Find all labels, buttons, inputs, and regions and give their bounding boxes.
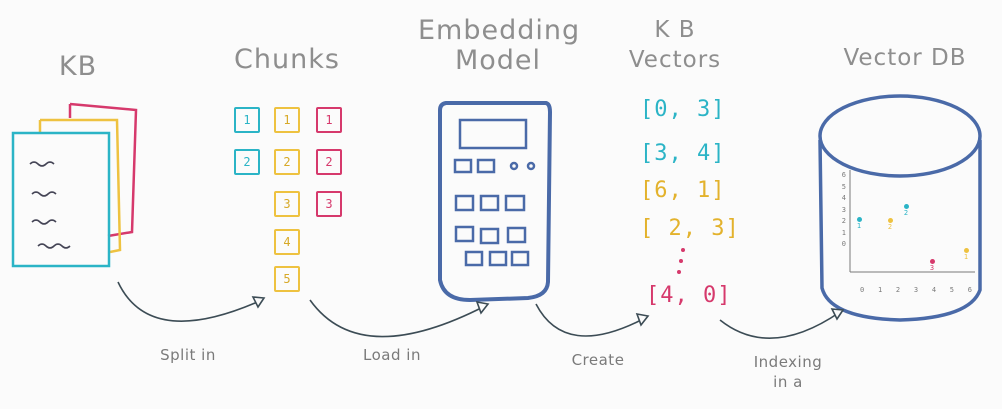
db-y-tick: 0 xyxy=(841,240,846,248)
db-x-tick: 6 xyxy=(967,286,972,294)
embedding-model-title-line2: Model xyxy=(454,45,542,76)
indexing-label-line2: in a xyxy=(773,373,803,391)
chunk-yellow-5: 5 xyxy=(274,266,300,292)
db-y-tick: 4 xyxy=(841,194,846,202)
vector-db-title: Vector DB xyxy=(843,45,967,71)
db-x-tick: 4 xyxy=(931,286,937,294)
db-y-axis-ticks: 6 5 4 3 2 1 0 xyxy=(836,170,846,251)
chunk-cyan-1: 1 xyxy=(234,107,260,133)
db-x-tick: 2 xyxy=(895,286,901,294)
embedding-model-title-line1: Embedding xyxy=(418,15,581,46)
vector-1: [0, 3] xyxy=(640,97,726,122)
flow-arrows xyxy=(117,281,845,339)
db-point-label: 3 xyxy=(929,264,935,272)
db-point-label: 2 xyxy=(887,223,893,231)
db-x-tick: 3 xyxy=(913,286,919,294)
chunk-yellow-3: 3 xyxy=(274,191,300,217)
kb-documents-icon xyxy=(11,102,138,268)
chunk-yellow-4: 4 xyxy=(274,229,300,255)
chunks-title: Chunks xyxy=(234,44,340,75)
split-arrow xyxy=(117,281,263,322)
chunk-yellow-1: 1 xyxy=(274,107,300,133)
vector-db-cylinder-icon xyxy=(818,94,982,322)
db-y-tick: 1 xyxy=(841,228,846,237)
create-label: Create xyxy=(571,351,625,369)
db-x-tick: 1 xyxy=(877,286,883,294)
db-y-tick: 5 xyxy=(841,182,846,191)
chunk-cyan-2: 2 xyxy=(234,149,260,175)
db-y-tick: 3 xyxy=(841,205,846,214)
db-y-tick: 2 xyxy=(841,217,846,225)
load-in-label: Load in xyxy=(363,346,421,364)
chunk-red-3: 3 xyxy=(316,191,342,217)
db-x-tick: 0 xyxy=(860,286,865,294)
split-in-label: Split in xyxy=(160,346,216,364)
embedding-model-calculator-icon xyxy=(438,101,553,303)
db-point-dot xyxy=(963,248,969,253)
db-point-dot xyxy=(903,204,909,209)
db-point-dot xyxy=(929,259,935,264)
db-point: 3 xyxy=(928,259,936,272)
chunk-red-2: 2 xyxy=(316,149,342,175)
vector-4: [ 2, 3] xyxy=(640,216,740,241)
create-arrow xyxy=(535,303,646,337)
indexing-label-line1: Indexing xyxy=(753,353,823,371)
db-point-dot xyxy=(887,218,893,223)
vector-5: [4, 0] xyxy=(646,283,732,308)
vector-2: [3, 4] xyxy=(640,141,726,166)
db-x-tick: 5 xyxy=(949,286,954,294)
db-point-label: 1 xyxy=(856,222,862,230)
kb-vectors-title-line1: K B xyxy=(654,17,696,43)
chunk-yellow-2: 2 xyxy=(274,149,300,175)
indexing-label: Indexing in a xyxy=(738,352,838,392)
db-point: 1 xyxy=(962,248,970,261)
db-point: 1 xyxy=(855,217,863,230)
kb-vectors-title-line2: Vectors xyxy=(628,47,722,73)
vector-ellipsis xyxy=(677,248,685,274)
db-point-label: 2 xyxy=(903,209,909,217)
kb-vectors-title: K B Vectors xyxy=(620,15,730,75)
db-point-dot xyxy=(856,217,862,222)
db-point: 2 xyxy=(902,204,910,217)
embedding-model-title: Embedding Model xyxy=(418,15,581,76)
load-arrow xyxy=(309,299,486,338)
db-point: 2 xyxy=(886,218,894,231)
indexing-arrow xyxy=(719,311,841,339)
chunk-red-1: 1 xyxy=(316,107,342,133)
db-x-axis-ticks: 0 1 2 3 4 5 6 xyxy=(860,286,972,294)
db-point-label: 1 xyxy=(963,253,969,261)
db-y-tick: 6 xyxy=(841,171,846,179)
kb-title: KB xyxy=(58,51,98,82)
vector-3: [6, 1] xyxy=(640,178,726,203)
